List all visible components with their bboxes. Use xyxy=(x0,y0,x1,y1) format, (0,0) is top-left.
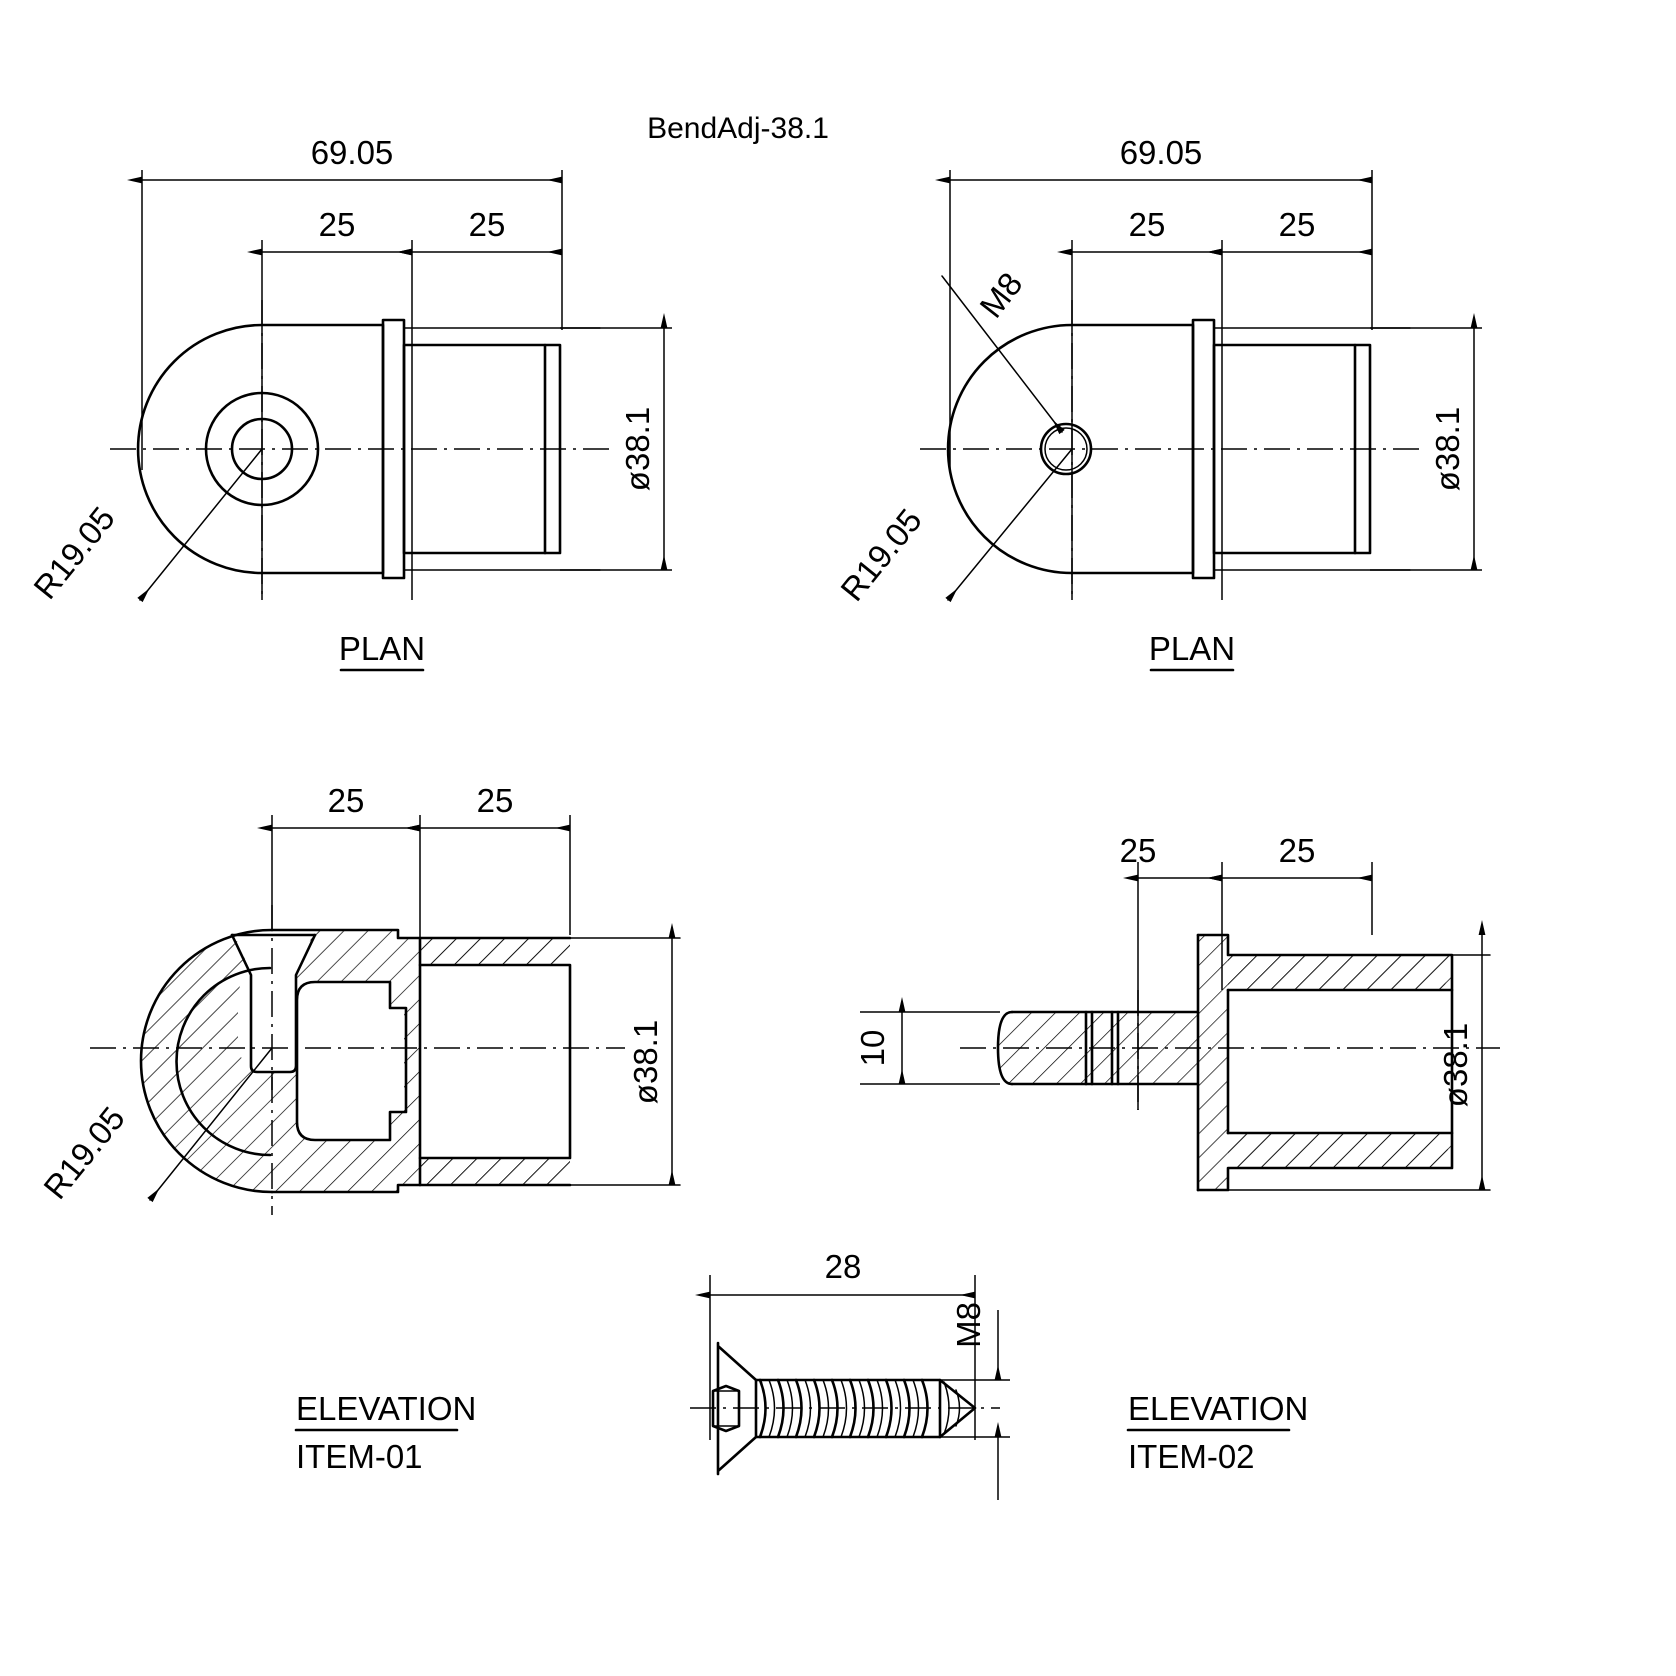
dim-screw-length: 28 xyxy=(825,1248,862,1285)
view-elevation-item-02: 25 25 xyxy=(854,832,1500,1475)
dim-seg2-tl: 25 xyxy=(469,206,506,243)
view-plan-item-02: 69.05 25 25 M8 R19.05 ø38.1 PLAN xyxy=(833,134,1482,672)
dim-seg1-tr: 25 xyxy=(1129,206,1166,243)
dim-overall-length-tr: 69.05 xyxy=(1120,134,1203,171)
page-title: BendAdj-38.1 xyxy=(647,112,829,145)
section-body-br xyxy=(998,935,1452,1190)
dim-seg2-tr: 25 xyxy=(1279,206,1316,243)
view-label-elevation-left: ELEVATION xyxy=(296,1390,476,1427)
dim-diameter-bl: ø38.1 xyxy=(627,1020,664,1104)
dim-screw-thread: M8 xyxy=(950,1302,987,1348)
dim-overall-length-tl: 69.05 xyxy=(311,134,394,171)
section-body-bl xyxy=(141,930,570,1192)
dim-seg2-bl: 25 xyxy=(477,782,514,819)
view-screw-detail: 28 M8 xyxy=(690,1248,1010,1500)
dim-diameter-tr: ø38.1 xyxy=(1429,407,1466,491)
view-item-elevation-left: ITEM-01 xyxy=(296,1438,423,1475)
view-item-elevation-right: ITEM-02 xyxy=(1128,1438,1255,1475)
dim-seg1-tl: 25 xyxy=(319,206,356,243)
dim-radius-bl: R19.05 xyxy=(36,1100,132,1206)
dim-seg1-bl: 25 xyxy=(328,782,365,819)
dim-radius-tl: R19.05 xyxy=(26,500,122,606)
dim-diameter-tl: ø38.1 xyxy=(619,407,656,491)
dim-thickness-br: 10 xyxy=(854,1030,891,1067)
view-plan-item-01: 69.05 25 25 R19.05 ø38.1 PLAN xyxy=(26,134,672,672)
dim-radius-tr: R19.05 xyxy=(833,502,929,608)
view-elevation-item-01: 25 25 xyxy=(36,782,681,1475)
view-label-plan-left: PLAN xyxy=(339,630,425,667)
dim-thread-tr: M8 xyxy=(972,265,1029,324)
dim-seg1-br: 25 xyxy=(1120,832,1157,869)
dim-diameter-br: ø38.1 xyxy=(1437,1023,1474,1107)
view-label-plan-right: PLAN xyxy=(1149,630,1235,667)
view-label-elevation-right: ELEVATION xyxy=(1128,1390,1308,1427)
dim-seg2-br: 25 xyxy=(1279,832,1316,869)
